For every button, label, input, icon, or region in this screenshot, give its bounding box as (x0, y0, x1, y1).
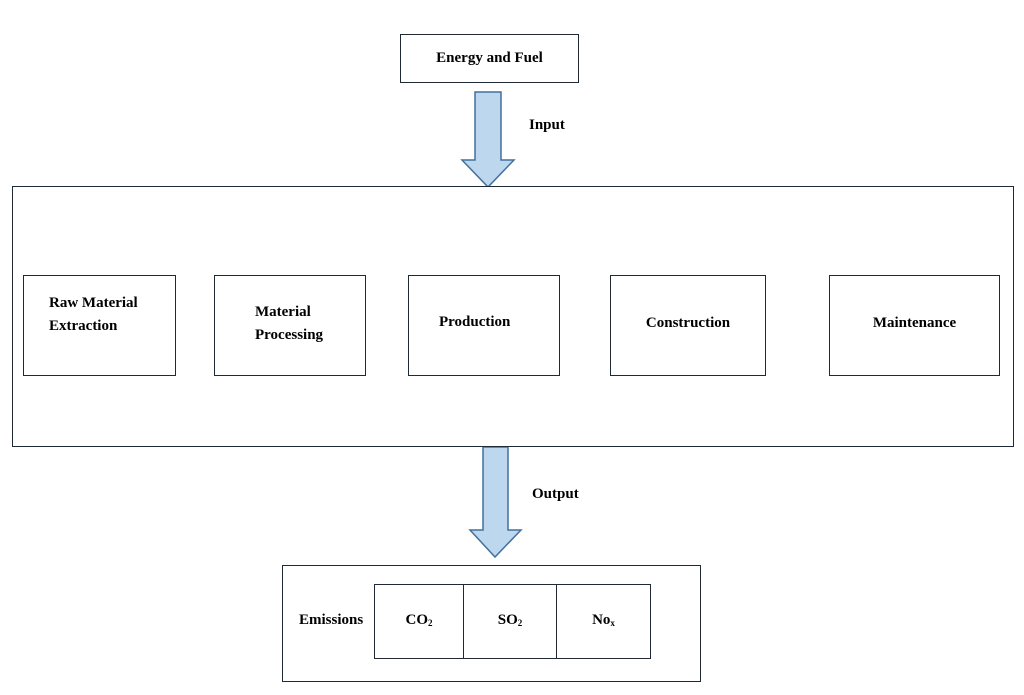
stage-3-label: Production (439, 314, 511, 330)
emission-co2-sub: 2 (428, 617, 433, 628)
stage-2-line-2: Processing (255, 327, 324, 343)
emission-so2-cell: SO2 (463, 584, 557, 659)
input-block-arrow (460, 91, 516, 189)
emission-so2-base: SO (497, 611, 518, 628)
emission-co2-base: CO (405, 611, 429, 628)
stage-raw-material-extraction: Raw Material Extraction (23, 275, 176, 376)
energy-fuel-box: Energy and Fuel (400, 34, 579, 83)
emission-nox-cell: Nox (556, 584, 651, 659)
emission-nox-sub: x (610, 617, 615, 628)
stage-production: Production (408, 275, 560, 376)
emissions-label: Emissions (299, 612, 364, 628)
energy-fuel-label: Energy and Fuel (436, 50, 543, 66)
stage-5-label: Maintenance (872, 315, 957, 331)
stage-2-line-1: Material (255, 304, 311, 320)
output-label: Output (532, 486, 579, 502)
stage-construction: Construction (610, 275, 766, 376)
stage-1-line-1: Raw Material (49, 295, 138, 311)
emission-co2-cell: CO2 (374, 584, 464, 659)
input-label: Input (529, 117, 565, 133)
output-block-arrow (468, 446, 523, 559)
stage-maintenance: Maintenance (829, 275, 1000, 376)
stage-4-label: Construction (645, 315, 731, 331)
stage-material-processing: Material Processing (214, 275, 366, 376)
emission-nox-base: No (592, 611, 611, 628)
emission-so2-sub: 2 (517, 617, 523, 628)
stage-1-line-2: Extraction (49, 318, 118, 334)
